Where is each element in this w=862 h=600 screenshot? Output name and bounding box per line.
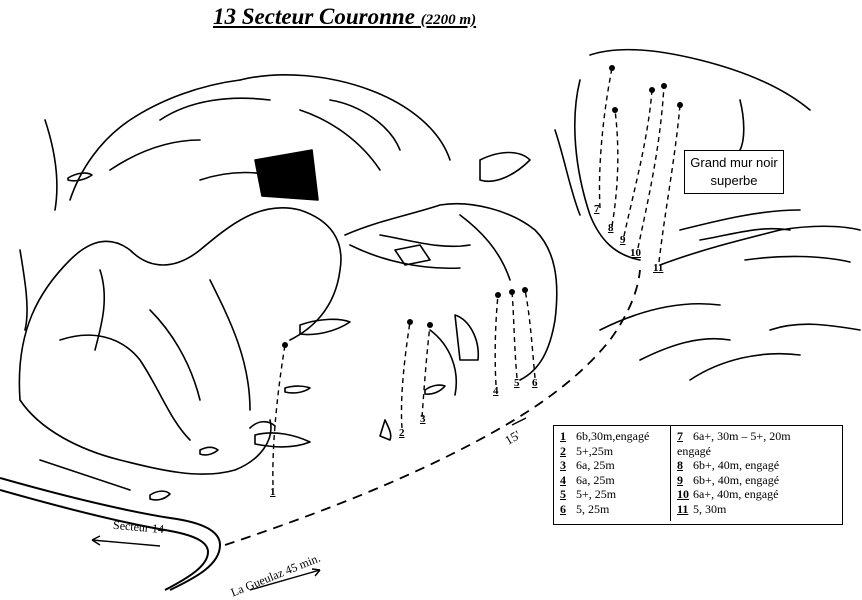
route-7-line xyxy=(598,67,613,209)
altitude: (2200 m) xyxy=(420,12,477,28)
route-label-4: 4 xyxy=(493,385,499,397)
route-8-line xyxy=(611,109,619,227)
approach-path xyxy=(224,269,641,546)
route-label-1: 1 xyxy=(270,486,276,498)
route-1-line xyxy=(272,344,286,486)
route-6-line xyxy=(524,289,536,379)
route-label-9: 9 xyxy=(620,234,626,246)
route-3-line xyxy=(421,324,431,418)
route-10-line xyxy=(637,85,665,249)
rock-outline-right xyxy=(589,48,811,111)
rock-outline-left xyxy=(18,207,342,401)
route-label-6: 6 xyxy=(532,377,538,389)
route-9-line xyxy=(623,89,653,237)
page-title: 13 Secteur Couronne (2200 m) xyxy=(213,4,477,29)
legend-row-continuation: engagé xyxy=(677,443,711,458)
route-label-8: 8 xyxy=(608,222,614,234)
rock-outline-left-base xyxy=(19,399,272,475)
arrow-approach xyxy=(249,569,321,591)
route-label-5: 5 xyxy=(514,377,520,389)
route-11-line xyxy=(658,104,681,263)
route-label-11: 11 xyxy=(653,262,664,274)
route-label-2: 2 xyxy=(399,427,405,439)
wall-note: Grand mur noir superbe xyxy=(684,150,784,194)
route-label-7: 7 xyxy=(594,203,600,215)
route-5-line xyxy=(511,291,518,379)
black-block xyxy=(254,149,319,201)
route-label-3: 3 xyxy=(420,413,426,425)
route-2-line xyxy=(400,321,411,429)
rock-outline-middle xyxy=(344,202,558,381)
road-outer xyxy=(0,477,222,591)
arrow-secteur14 xyxy=(91,539,161,547)
route-4-line xyxy=(494,294,499,386)
route-label-10: 10 xyxy=(630,247,641,259)
road-inner xyxy=(0,489,210,591)
